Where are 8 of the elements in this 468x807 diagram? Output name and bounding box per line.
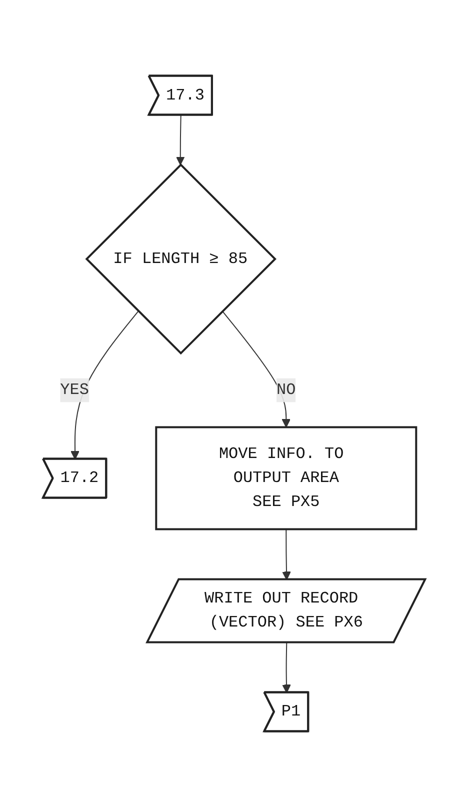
edge-label: YES bbox=[60, 381, 89, 400]
edge-label: NO bbox=[276, 381, 296, 400]
arrow bbox=[282, 642, 291, 694]
arrow bbox=[176, 114, 185, 166]
node-box: MOVE INFO. TO OUTPUT AREA SEE PX5 bbox=[155, 426, 418, 530]
arrow bbox=[282, 528, 291, 580]
arrow bbox=[222, 310, 290, 428]
node-diamond: IF LENGTH ≥ 85 bbox=[85, 163, 276, 355]
